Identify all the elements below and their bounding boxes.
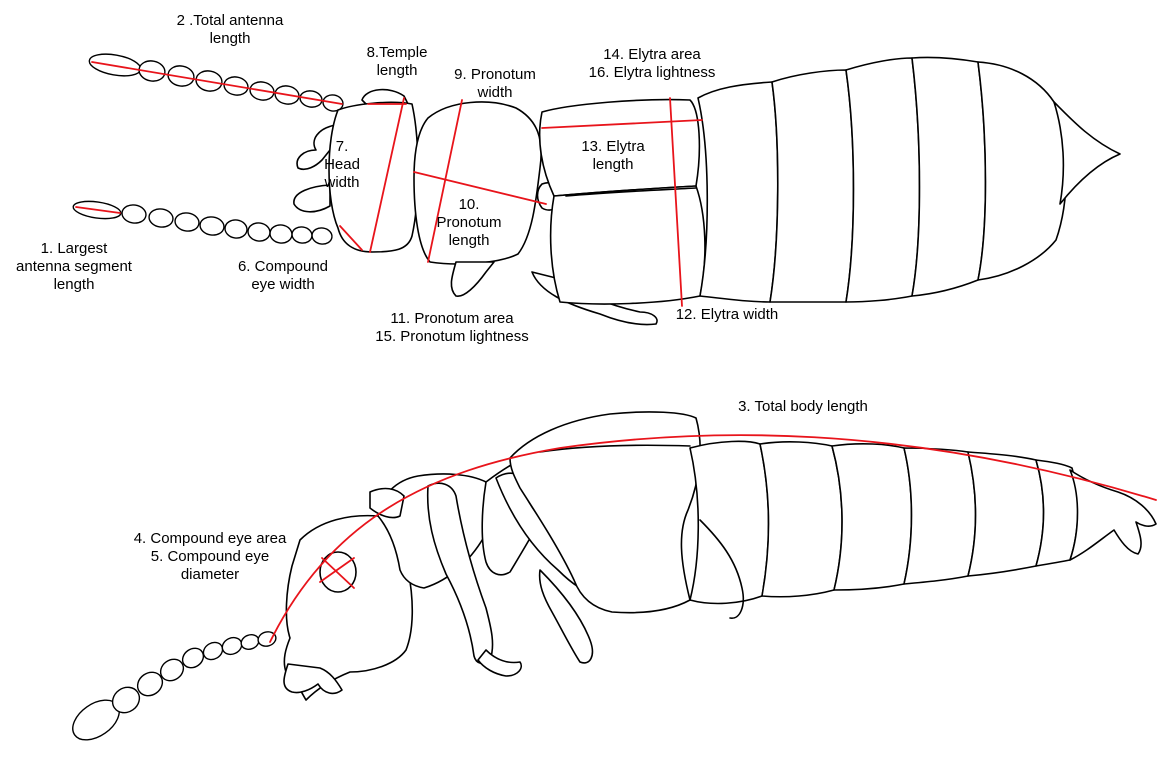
abd-lat-2 [760,442,842,597]
abdomen-seg-4 [912,57,986,296]
label-head-width: 7. Head width [314,138,370,192]
label-compound-eye-width: 6. Compound eye width [218,258,348,294]
label-total-antenna-length: 2 .Total antenna length [150,12,310,48]
foreleg-tarsus [478,650,521,676]
label-elytra-length: 13. Elytra length [568,138,658,174]
abd-lat-5 [968,452,1044,576]
upper-antenna [88,51,345,113]
abdomen-tip [1054,102,1120,204]
neck-plate [370,489,404,518]
abdomen-seg-1 [698,82,778,302]
abdomen-seg-3 [846,58,920,302]
abdomen-seg-2 [770,70,854,302]
label-temple-length: 8.Temple length [352,44,442,80]
label-elytra-width: 12. Elytra width [662,306,792,324]
foreleg-dorsal [451,262,494,296]
antenna-length-line [92,62,342,104]
label-pronotum-length: 10. Pronotum length [424,196,514,250]
lateral-antenna [66,630,278,748]
abd-lat-3 [832,444,912,590]
label-pronotum-width: 9. Pronotum width [440,66,550,102]
lower-antenna [72,199,333,246]
label-total-body-length: 3. Total body length [718,398,888,416]
label-elytra-area-lightness: 14. Elytra area 16. Elytra lightness [566,46,738,82]
label-pronotum-area-lightness: 11. Pronotum area 15. Pronotum lightness [354,310,550,346]
label-largest-antenna-segment: 1. Largest antenna segment length [4,240,144,294]
abdomen-seg-5 [978,62,1066,280]
abd-lat-tip [1070,470,1156,560]
abd-lat-4 [904,448,976,584]
elytron-lower [551,186,705,304]
label-compound-eye-area-diameter: 4. Compound eye area 5. Compound eye dia… [110,530,310,584]
